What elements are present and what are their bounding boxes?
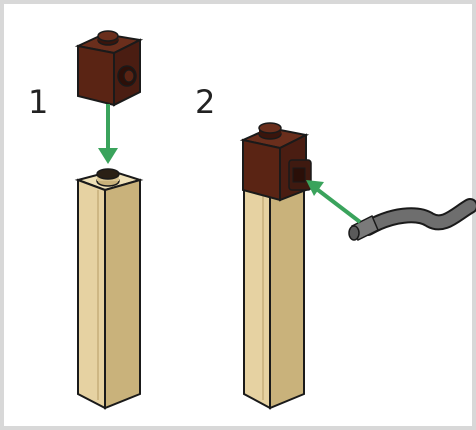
step1-down-arrow-icon <box>98 104 118 164</box>
step2-tan-pillar-icon <box>243 178 305 410</box>
step2-cable-icon <box>348 198 476 242</box>
step-number-2: 2 <box>195 83 216 121</box>
step1-brown-brick-icon <box>74 30 144 107</box>
step2-brown-brick-icon <box>239 122 312 202</box>
step1-tan-pillar-icon <box>74 168 144 410</box>
step-number-1: 1 <box>28 83 49 121</box>
step2-diagonal-arrow-icon <box>306 180 362 224</box>
